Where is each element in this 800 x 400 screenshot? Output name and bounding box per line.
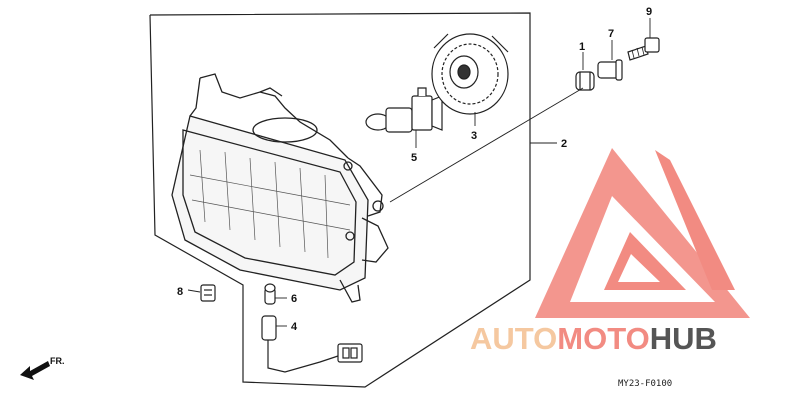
leader-lines: [187, 18, 651, 327]
position-bulb: [264, 283, 276, 305]
callout-5: 5: [411, 152, 417, 164]
front-direction-marker: FR.: [20, 356, 65, 380]
watermark-triangle-hole: [618, 254, 660, 282]
bolt: [627, 37, 660, 61]
front-label: FR.: [50, 356, 65, 366]
watermark-text-hub: HUB: [650, 321, 717, 356]
watermark-logo: AUTOMOTOHUB: [470, 148, 750, 356]
socket-cover: [431, 33, 509, 115]
callout-8: 8: [177, 286, 183, 298]
diagram-code: MY23-F0100: [618, 379, 672, 389]
callout-6: 6: [291, 293, 297, 305]
grommet: [575, 71, 595, 91]
collar: [597, 59, 623, 81]
watermark-right-peak: [655, 150, 735, 290]
callout-3: 3: [471, 130, 477, 142]
svg-text:AUTOMOTOHUB: AUTOMOTOHUB: [470, 321, 717, 356]
callout-9: 9: [646, 6, 652, 18]
halogen-bulb: [365, 87, 443, 133]
watermark-text-auto: AUTO: [470, 321, 557, 356]
callout-1: 1: [579, 41, 585, 53]
arrow-left-icon: [20, 361, 50, 380]
headlight-housing: [171, 73, 389, 303]
callout-2: 2: [561, 138, 567, 150]
assembly-boundary: [149, 12, 531, 388]
wiring-harness: [261, 315, 363, 373]
clip-nut: [200, 284, 216, 302]
watermark-text-moto: MOTO: [557, 321, 649, 356]
callout-4: 4: [291, 321, 298, 333]
callout-7: 7: [608, 28, 614, 40]
